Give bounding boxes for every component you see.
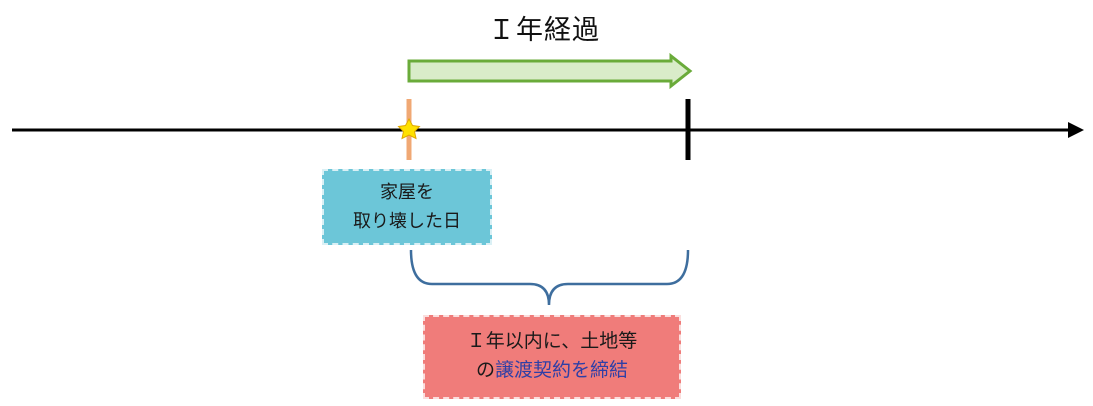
demolition-date-box: 家屋を 取り壊した日 <box>322 169 492 245</box>
demolition-line-2: 取り壊した日 <box>353 211 461 232</box>
contract-highlight-text: 譲渡契約を締結 <box>495 359 629 381</box>
demolition-line-1: 家屋を <box>380 182 434 203</box>
period-brace <box>409 249 690 306</box>
timeline-arrowhead <box>1068 122 1084 138</box>
elapsed-title: Ｉ年経過 <box>488 15 600 46</box>
contract-line-2-prefix: の <box>475 359 495 381</box>
contract-line-2: の譲渡契約を締結 <box>425 356 679 385</box>
contract-deadline-box: Ｉ年以内に、土地等 の譲渡契約を締結 <box>423 315 681 399</box>
duration-arrow <box>407 52 693 90</box>
star-icon <box>397 117 421 140</box>
contract-line-1: Ｉ年以内に、土地等 <box>466 330 638 352</box>
